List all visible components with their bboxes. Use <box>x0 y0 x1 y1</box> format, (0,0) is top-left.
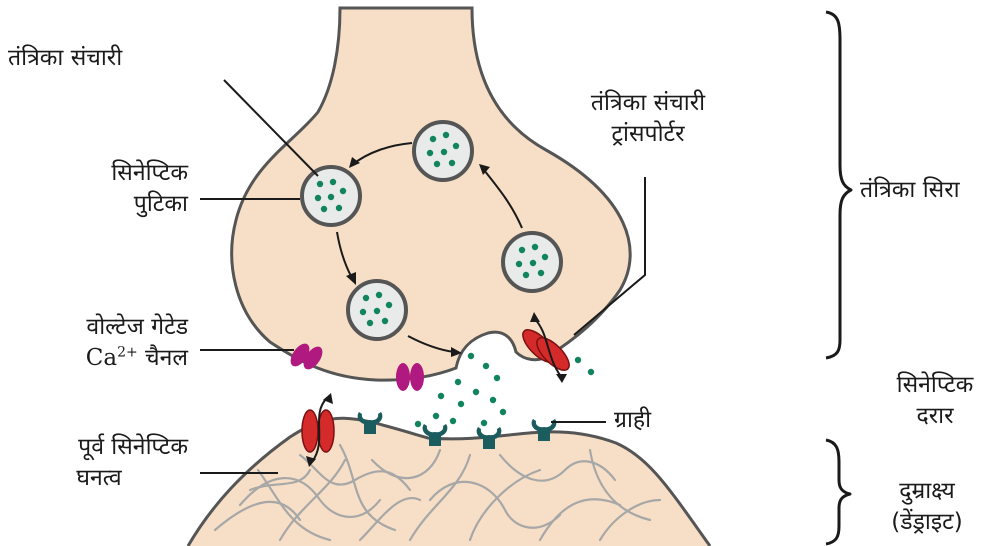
label-cleft-line1: सिनेप्टिक <box>870 370 1000 401</box>
vesicle-left <box>302 167 360 225</box>
label-axon-terminal: तंत्रिका सिरा <box>860 175 960 206</box>
vesicle-bottom <box>348 281 406 339</box>
label-receptor: ग्राही <box>614 405 651 436</box>
calcium-symbol: Ca <box>86 345 117 371</box>
label-neurotransmitter: तंत्रिका संचारी <box>8 43 122 74</box>
label-vgcc-line1: वोल्टेज गेटेड <box>6 312 188 343</box>
channel-word: चैनल <box>138 345 188 371</box>
label-dendrite: दुम्राक्ष्य (डेंड्राइट) <box>852 476 1002 538</box>
label-density-line2: घनत्व <box>4 463 188 494</box>
label-synaptic-vesicle-line2: पुटिका <box>40 189 188 220</box>
calcium-charge: 2+ <box>117 344 138 360</box>
label-vgcc-line2: Ca2+ चैनल <box>6 343 188 374</box>
axon-terminal-shape <box>232 8 630 380</box>
label-density-line1: पूर्व सिनेप्टिक <box>4 432 188 463</box>
label-synaptic-vesicle: सिनेप्टिक पुटिका <box>40 158 188 220</box>
label-dendrite-line2: (डेंड्राइट) <box>852 507 1002 538</box>
label-cleft-line2: दरार <box>870 401 1000 432</box>
curly-brace-icon <box>826 12 851 358</box>
label-postsynaptic-density: पूर्व सिनेप्टिक घनत्व <box>4 432 188 494</box>
label-transporter-line1: तंत्रिका संचारी <box>548 88 748 119</box>
label-synaptic-cleft: सिनेप्टिक दरार <box>870 370 1000 432</box>
vesicle-right <box>503 233 561 291</box>
curly-brace-icon <box>826 440 850 544</box>
vesicle-top <box>414 122 472 180</box>
label-transporter: तंत्रिका संचारी ट्रांसपोर्टर <box>548 88 748 150</box>
label-synaptic-vesicle-line1: सिनेप्टिक <box>40 158 188 189</box>
label-voltage-gated-channel: वोल्टेज गेटेड Ca2+ चैनल <box>6 312 188 374</box>
label-transporter-line2: ट्रांसपोर्टर <box>548 119 748 150</box>
label-dendrite-line1: दुम्राक्ष्य <box>852 476 1002 507</box>
